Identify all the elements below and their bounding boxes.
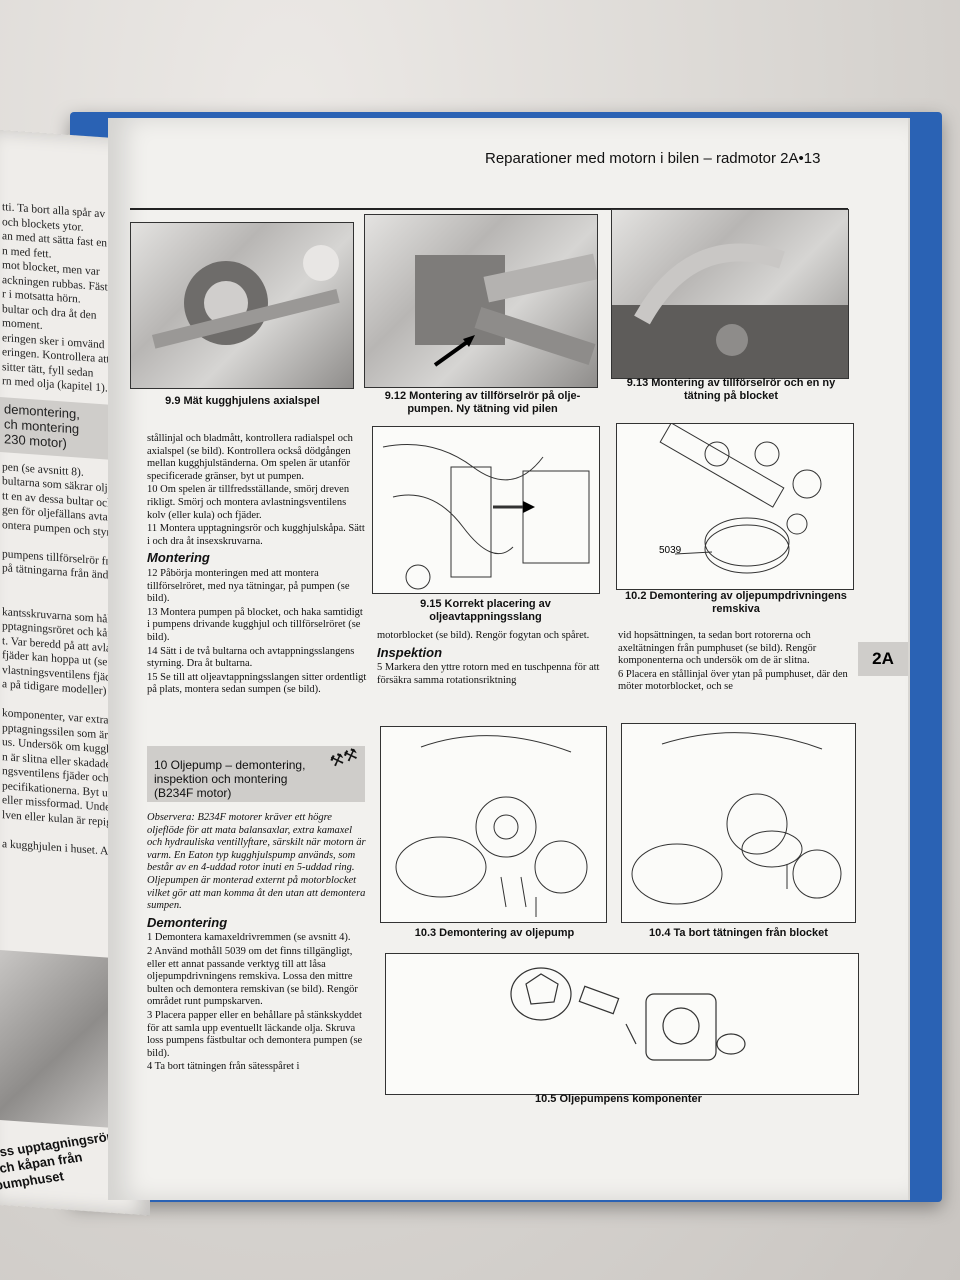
figure-10-2-callout: 5039 <box>659 545 682 556</box>
section-10-title: 10 Oljepump – demontering, inspektion oc… <box>154 758 306 800</box>
paragraph-6: 6 Placera en stållinjal över ytan på pum… <box>618 668 848 693</box>
figure-10-3-illustration <box>395 735 588 917</box>
figure-10-5-drawing <box>385 953 859 1095</box>
figure-10-3-caption: 10.3 Demontering av oljepump <box>414 927 575 939</box>
text-column-2: motorblocket (se bild). Rengör fogytan o… <box>377 630 602 688</box>
paragraph-15: 15 Se till att oljeavtappningsslangen si… <box>147 671 367 696</box>
figure-9-9-photo <box>130 222 354 389</box>
note-paragraph: Observera: B234F motorer kräver ett högr… <box>147 812 366 912</box>
paragraph-11: 11 Montera upptagningsrör och kugghjulsk… <box>147 523 365 547</box>
subheading-demontering: Demontering <box>147 914 228 930</box>
header-rule <box>130 208 848 210</box>
figure-10-5-illustration <box>510 967 746 1061</box>
figure-10-4-illustration <box>631 732 842 905</box>
subheading-inspektion: Inspektion <box>377 644 443 660</box>
paragraph-intro: stållinjal och bladmått, kontrollera rad… <box>147 433 353 482</box>
paragraph-13: 13 Montera pumpen på blocket, och haka s… <box>147 606 363 643</box>
subheading-montering: Montering <box>147 550 210 566</box>
figure-9-15-drawing <box>372 426 600 594</box>
paragraph-d3: 3 Placera papper eller en behållare på s… <box>147 1009 363 1059</box>
text-column-1: stållinjal och bladmått, kontrollera rad… <box>147 433 367 698</box>
spanner-rating-icon: ⚒⚒ <box>328 745 361 772</box>
paragraph-d4: 4 Ta bort tätningen från sätesspåret i <box>147 1061 300 1073</box>
figure-10-3-drawing <box>380 726 607 923</box>
paragraph-10: 10 Om spelen är tillfredsställande, smör… <box>147 484 350 521</box>
paragraph-d2: 2 Använd mothåll 5039 om det finns tillg… <box>147 945 358 1008</box>
chapter-tab: 2A <box>858 642 908 676</box>
figure-9-15-caption: 9.15 Korrekt placering av oljeavtappning… <box>420 598 551 623</box>
figure-10-2-caption: 10.2 Demontering av oljepumpdrivningens … <box>625 590 847 615</box>
paragraph-col2-1: motorblocket (se bild). Rengör fogytan o… <box>377 630 590 641</box>
page-header-title: Reparationer med motorn i bilen – radmot… <box>485 150 821 167</box>
figure-9-12-illustration <box>415 253 597 367</box>
figure-9-12-photo <box>364 214 598 388</box>
paragraph-d1: 1 Demontera kamaxeldrivremmen (se avsnit… <box>147 932 351 944</box>
paragraph-12: 12 Påbörja monteringen med att montera t… <box>147 567 350 605</box>
figure-9-13-photo <box>611 209 849 379</box>
figure-9-9-caption: 9.9 Mät kugghjulens axialspel <box>165 395 320 407</box>
figure-9-13-illustration <box>612 243 848 378</box>
text-column-3: vid hopsättningen, ta sedan bort rotorer… <box>618 630 854 695</box>
section-10-box: 10 Oljepump – demontering, inspektion oc… <box>147 746 365 802</box>
figure-10-4-caption: 10.4 Ta bort tätningen från blocket <box>649 927 828 939</box>
figure-9-13-caption: 9.13 Montering av tillförselrör och en n… <box>626 377 836 402</box>
figure-9-15-illustration <box>382 444 590 590</box>
figure-10-2-illustration <box>659 424 822 574</box>
figure-10-4-drawing <box>621 723 856 923</box>
figure-9-12-caption: 9.12 Montering av tillförselrör på olje-… <box>384 390 581 415</box>
paragraph-14: 14 Sätt i de två bultarna och avtappning… <box>147 645 355 670</box>
paragraph-col3-1: vid hopsättningen, ta sedan bort rotorer… <box>618 630 817 667</box>
figure-10-5-caption: 10.5 Oljepumpens komponenter <box>535 1093 702 1105</box>
paragraph-5: 5 Markera den yttre rotorn med en tuschp… <box>377 662 600 686</box>
figure-9-9-illustration <box>151 245 340 349</box>
text-column-1-lower: Observera: B234F motorer kräver ett högr… <box>147 812 369 1075</box>
figure-10-2-drawing: 5039 <box>616 423 854 590</box>
